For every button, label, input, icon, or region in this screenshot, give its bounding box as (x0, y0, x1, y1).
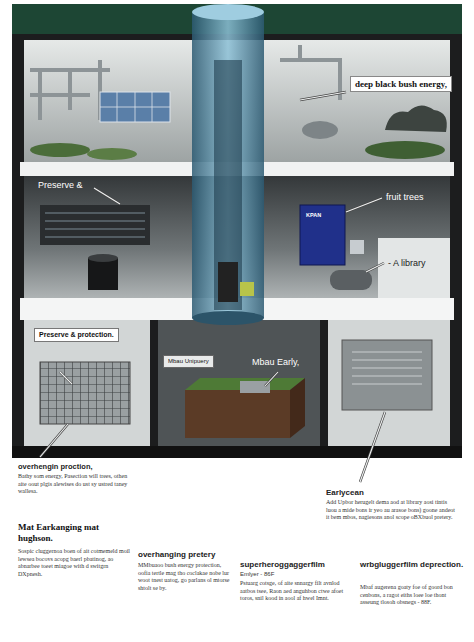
stone-block (240, 381, 270, 393)
note-heading: overhanging pretery (138, 550, 234, 560)
note-text: Add Upbor herugelt dema aod at library a… (326, 499, 458, 522)
outer-wall (12, 34, 462, 458)
lower-center-room (158, 320, 320, 446)
note-text: Mbaf augerena goaty foe of goord bon cen… (360, 584, 466, 607)
lower-left-room (24, 320, 150, 446)
pipe-rack (30, 60, 110, 120)
note-heading: wrbgluggerfilm deprection. (360, 560, 466, 570)
grey-machine (342, 340, 432, 410)
callout-label: Preserve & (38, 180, 83, 191)
callout-box: Preserve & protection. (34, 328, 119, 342)
callout-label: Mbau Early, (252, 357, 299, 368)
solar-panel (100, 92, 170, 122)
black-machine (88, 258, 118, 290)
solar-grid (100, 92, 170, 122)
leader-shadow (40, 92, 385, 482)
note-heading: Mat Earkanging mat hughson. (18, 522, 130, 545)
bush-mass (385, 105, 447, 132)
server-rack (40, 205, 150, 245)
note-text: MMbuaoo bush energy protection, oofia te… (138, 562, 234, 592)
callout-label: fruit trees (386, 192, 424, 203)
tube-core (214, 60, 242, 310)
cage-box (40, 362, 130, 424)
machine-top (88, 254, 118, 262)
box-text: Mbau Unipuery (168, 358, 209, 365)
note-subheading: Emlyer - 86F (240, 571, 274, 579)
note-text: Sospic cluggernoa boen of ait cotmemeld … (18, 548, 130, 578)
note-heading: superheroggaggerfilm (240, 560, 355, 570)
note-heading: overhengin proction, (18, 462, 148, 471)
library-panel (378, 238, 450, 298)
box-text: Preserve & protection. (39, 331, 114, 339)
callout-box: deep black bush energy, (350, 76, 452, 92)
lower-right-room (328, 320, 450, 446)
leader-line (40, 92, 385, 482)
server-lines (45, 213, 145, 237)
tube-bottom (192, 311, 264, 325)
callout-label: - A library (388, 258, 426, 269)
blue-cabinet (300, 205, 345, 265)
glass-tube (192, 12, 264, 318)
soil-side (290, 378, 305, 438)
base-slab (12, 446, 462, 458)
tube-top (192, 4, 264, 20)
cylinder-machine (330, 270, 372, 290)
grass-patch (365, 141, 445, 159)
device-label: KPAN (306, 212, 321, 219)
grass-patch (30, 143, 90, 157)
glass-column (192, 4, 264, 325)
note-text: Pstuarg cotsge, of aite snnargy filt avn… (240, 580, 352, 603)
box-text: deep black bush energy, (355, 79, 447, 89)
lower-equipment (40, 340, 432, 438)
note-text: Bathy som energy, Pasection will trees, … (18, 473, 134, 496)
tag-box: Mbau Unipuery (163, 355, 214, 368)
machine-vents (352, 352, 422, 384)
core-machine (218, 262, 238, 302)
yellow-box (240, 282, 254, 296)
pipe (280, 45, 340, 100)
leader-lines (40, 92, 385, 482)
small-device (350, 240, 364, 254)
grass-patch (87, 148, 137, 160)
tank (302, 121, 338, 139)
soil-front (185, 390, 290, 438)
note-heading: Earlycean (326, 488, 364, 498)
